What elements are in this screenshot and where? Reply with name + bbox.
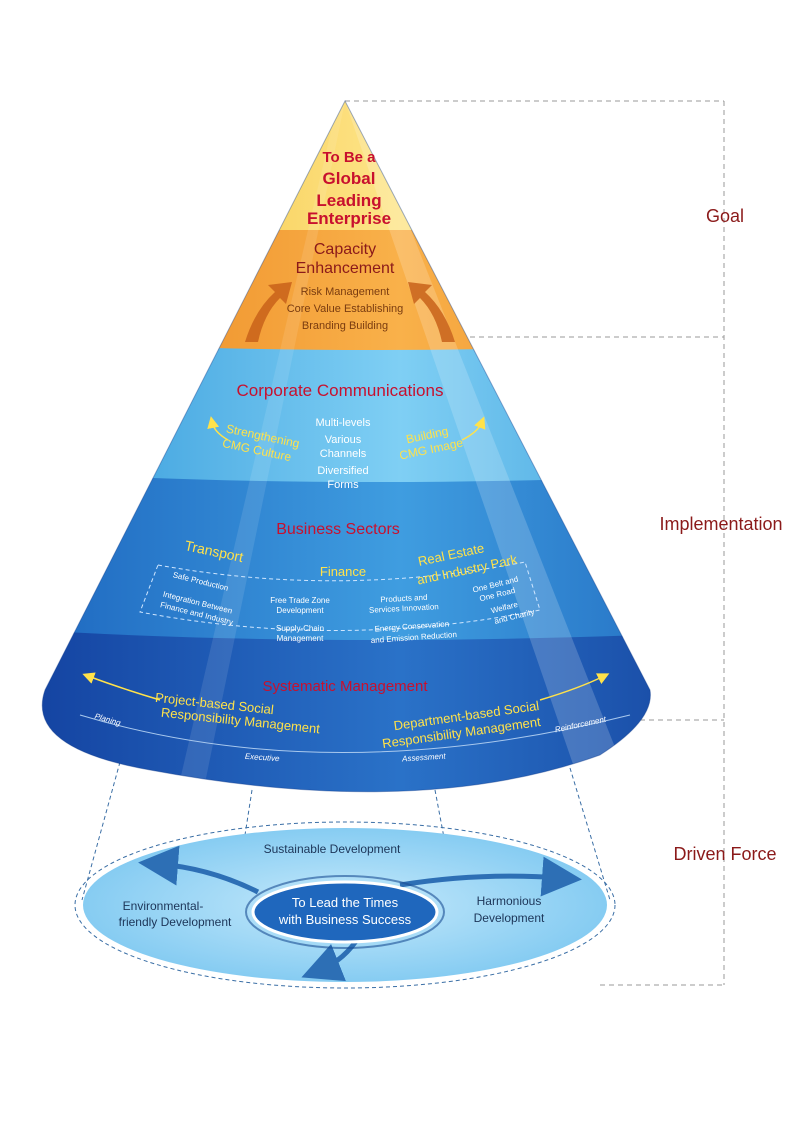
base-right: Harmonious Development [474,894,545,925]
svg-text:Enhancement: Enhancement [296,260,395,277]
svg-text:Development: Development [474,911,545,925]
base-right-arrow [399,856,582,897]
svg-text:Management: Management [277,634,324,643]
management-title: Systematic Management [262,678,428,695]
svg-text:Leading: Leading [316,191,381,210]
base-center: To Lead the Times with Business Success [278,895,412,927]
svg-text:with Business Success: with Business Success [278,912,412,927]
svg-text:To Lead the Times: To Lead the Times [292,895,399,910]
svg-text:Multi-levels: Multi-levels [315,417,371,429]
svg-text:Capacity: Capacity [314,241,376,258]
svg-text:Supply-Chain: Supply-Chain [276,624,324,633]
svg-text:Diversified: Diversified [317,465,368,477]
label-goal: Goal [706,206,744,226]
svg-text:To Be a: To Be a [322,149,376,166]
svg-text:Services Innovation: Services Innovation [369,602,439,615]
svg-text:Development: Development [276,606,324,615]
base-left-arrow [138,845,260,895]
svg-text:Various: Various [325,434,362,446]
svg-text:Global: Global [323,169,376,188]
business-title: Business Sectors [276,521,400,538]
management-right-arrow [539,673,610,701]
svg-text:Core Value Establishing: Core Value Establishing [287,303,404,315]
base-top: Sustainable Development [264,842,401,856]
label-implementation: Implementation [659,514,782,534]
svg-text:Enterprise: Enterprise [307,209,391,228]
svg-text:Executive: Executive [245,752,281,763]
management-left-arrow [82,672,161,701]
communications-center: Multi-levels Various Channels Diversifie… [315,417,371,491]
svg-text:Environmental-: Environmental- [123,899,204,913]
svg-text:Forms: Forms [327,479,359,491]
sector-finance: Finance [320,564,366,579]
base-outer-ring [74,821,616,989]
capacity-items: Risk Management Core Value Establishing … [287,286,404,332]
building-arrow [461,416,486,441]
svg-text:Free Trade Zone: Free Trade Zone [270,596,330,605]
svg-text:Assessment: Assessment [401,751,447,763]
communications-title: Corporate Communications [237,381,444,400]
side-brackets [345,100,725,986]
capacity-title: Capacity Enhancement [296,241,395,277]
svg-text:friendly Development: friendly Development [119,915,232,929]
capacity-left-arrow [245,282,292,342]
business-dashed-box [139,561,541,632]
svg-text:Channels: Channels [320,448,367,460]
svg-text:Products and: Products and [380,593,428,604]
goal-title: To Be a Global Leading Enterprise [307,149,391,228]
capacity-right-arrow [408,282,455,342]
base-left: Environmental- friendly Development [119,899,232,929]
label-driven-force: Driven Force [673,844,776,864]
process-line [79,714,631,753]
svg-text:Risk Management: Risk Management [301,286,390,298]
strengthening-arrow [207,416,229,441]
svg-text:Harmonious: Harmonious [477,894,542,908]
svg-text:Branding Building: Branding Building [302,320,388,332]
center-ellipse [251,880,439,944]
